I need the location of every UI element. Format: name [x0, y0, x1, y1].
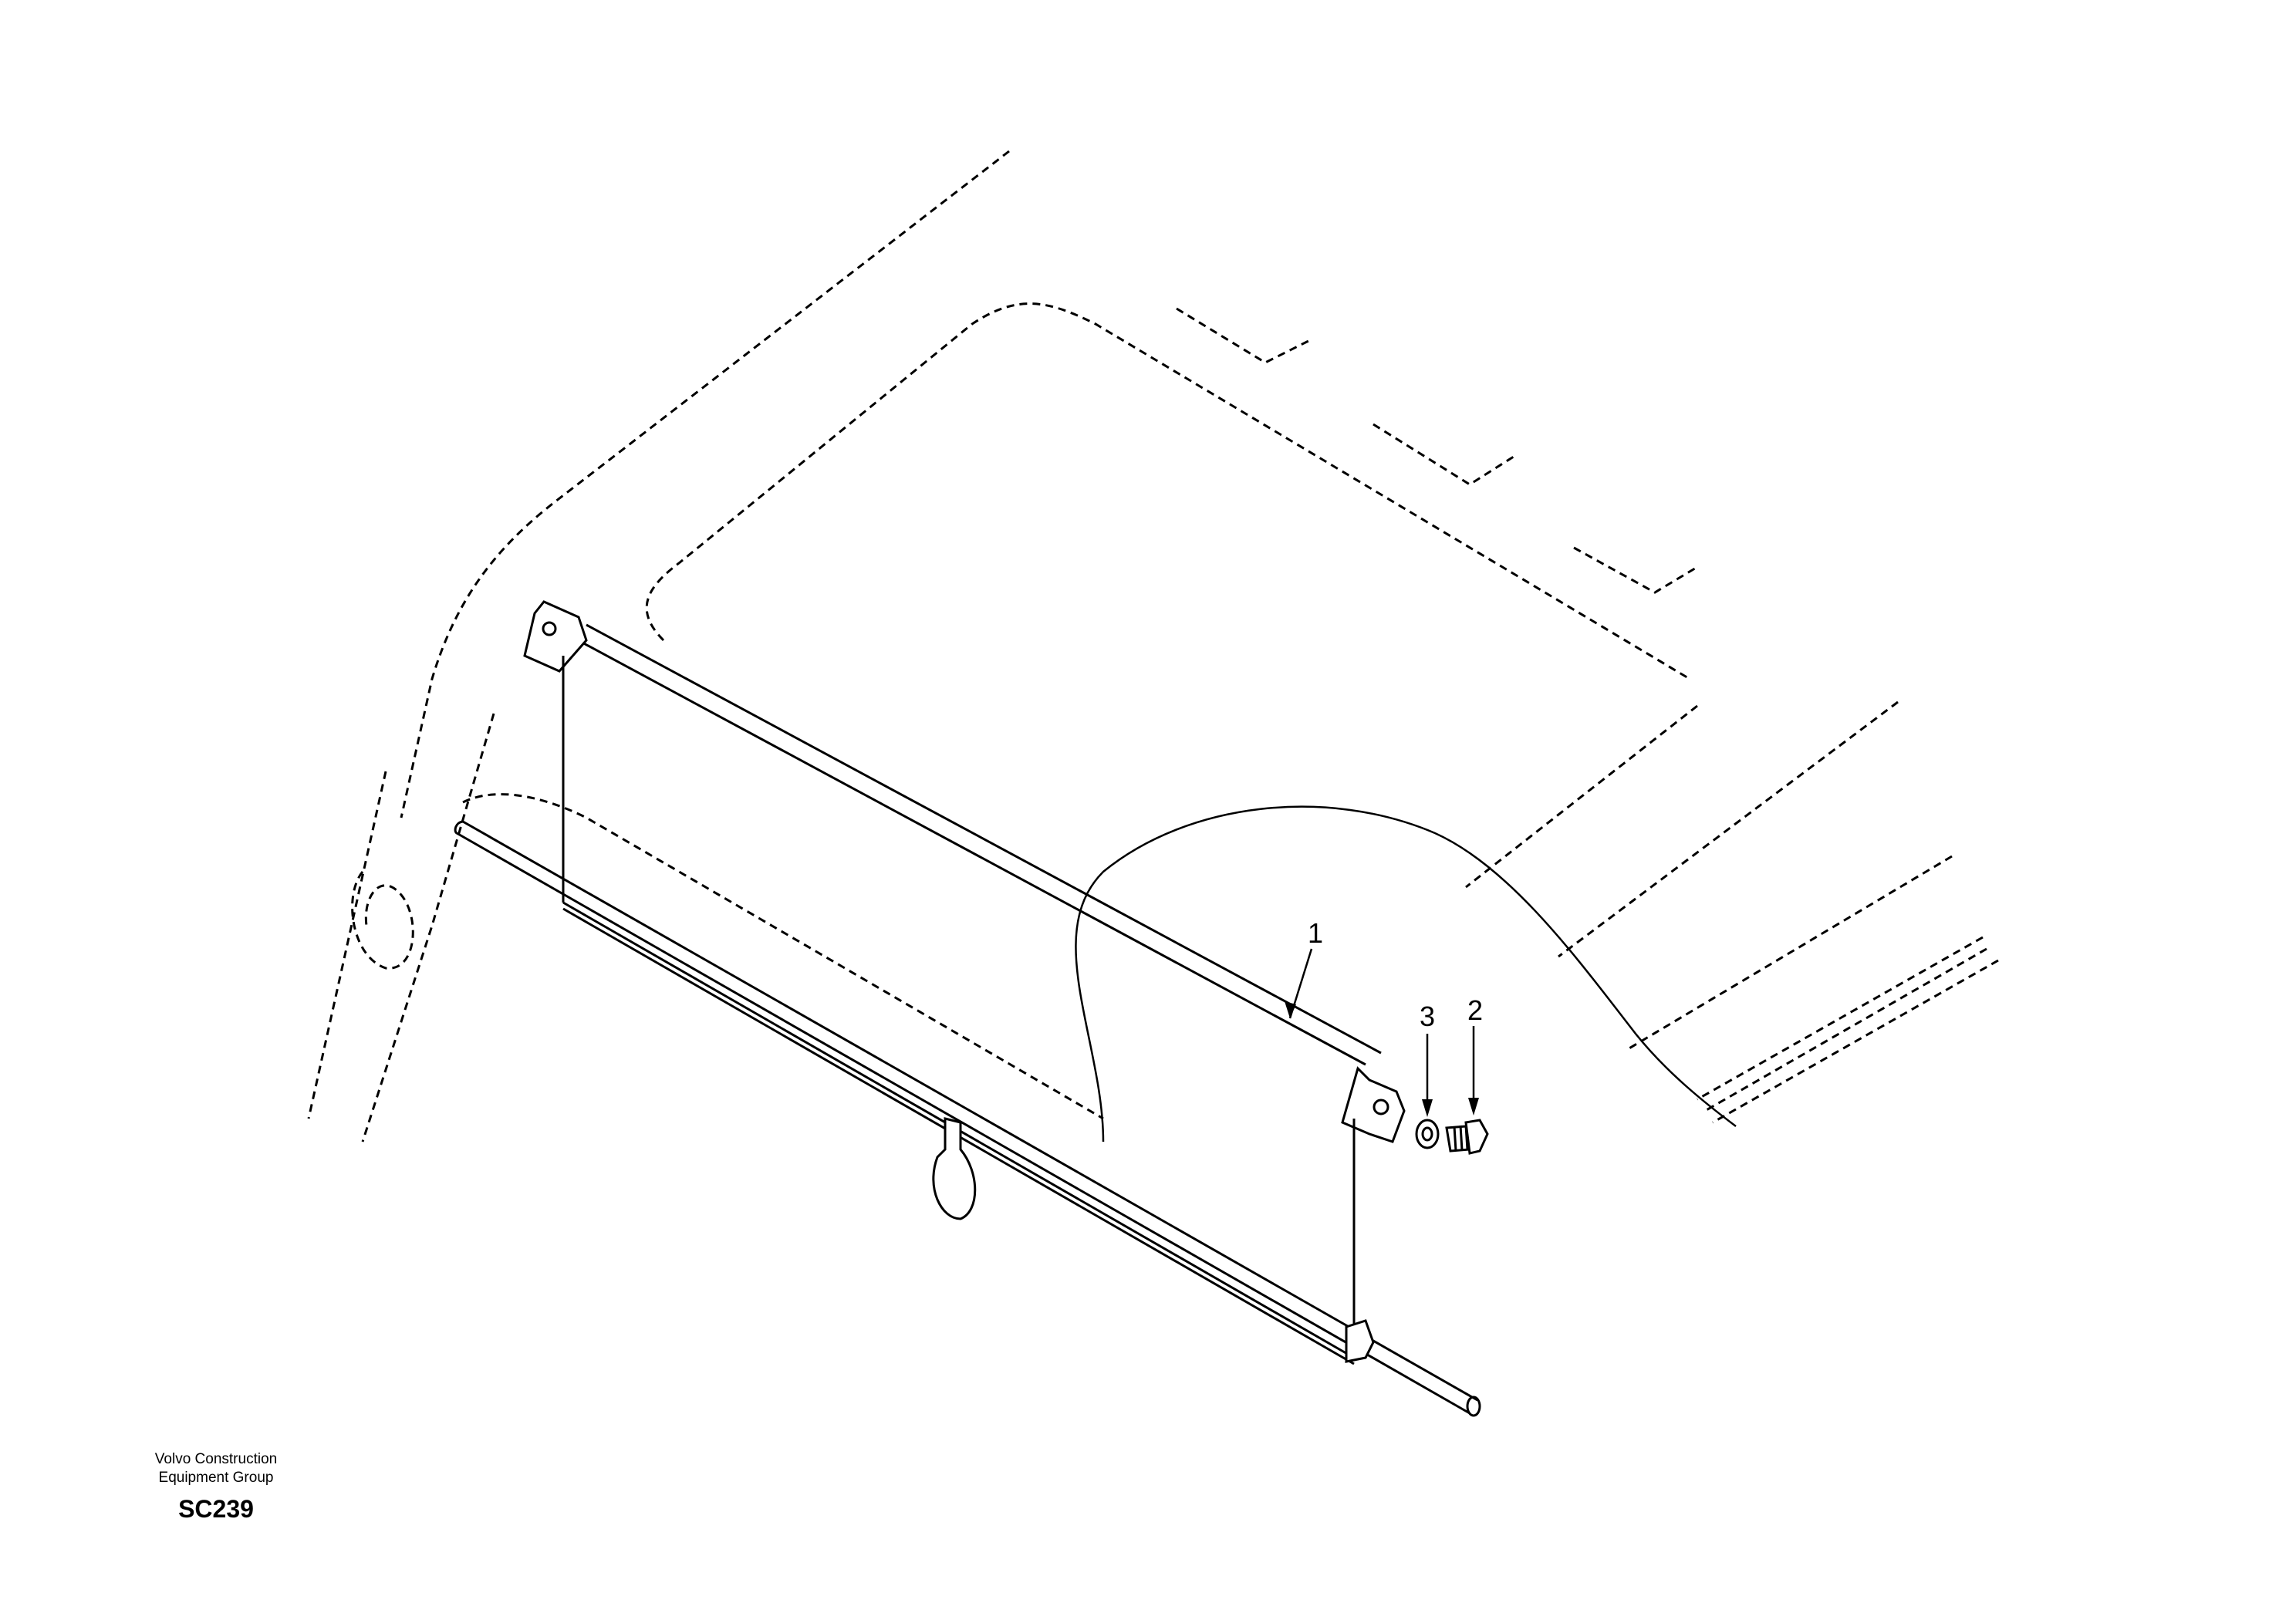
leader-lines: [1285, 948, 1479, 1117]
washer-part-3: [1415, 1119, 1440, 1149]
company-name-line-2: Equipment Group: [158, 1470, 274, 1486]
sun-visor-assembly: [454, 600, 1481, 1417]
cab-roof-outline: [307, 150, 1999, 1142]
illustration-code: SC239: [178, 1495, 254, 1523]
callout-3: 3: [1420, 1001, 1435, 1032]
bolt-part-2: [1445, 1119, 1489, 1155]
callout-2: 2: [1467, 994, 1483, 1026]
callout-1: 1: [1308, 917, 1323, 949]
cutaway-curve: [1075, 805, 1737, 1142]
publisher-credit: Volvo Construction Equipment Group SC239: [131, 1450, 301, 1524]
company-name-line-1: Volvo Construction: [154, 1451, 278, 1467]
